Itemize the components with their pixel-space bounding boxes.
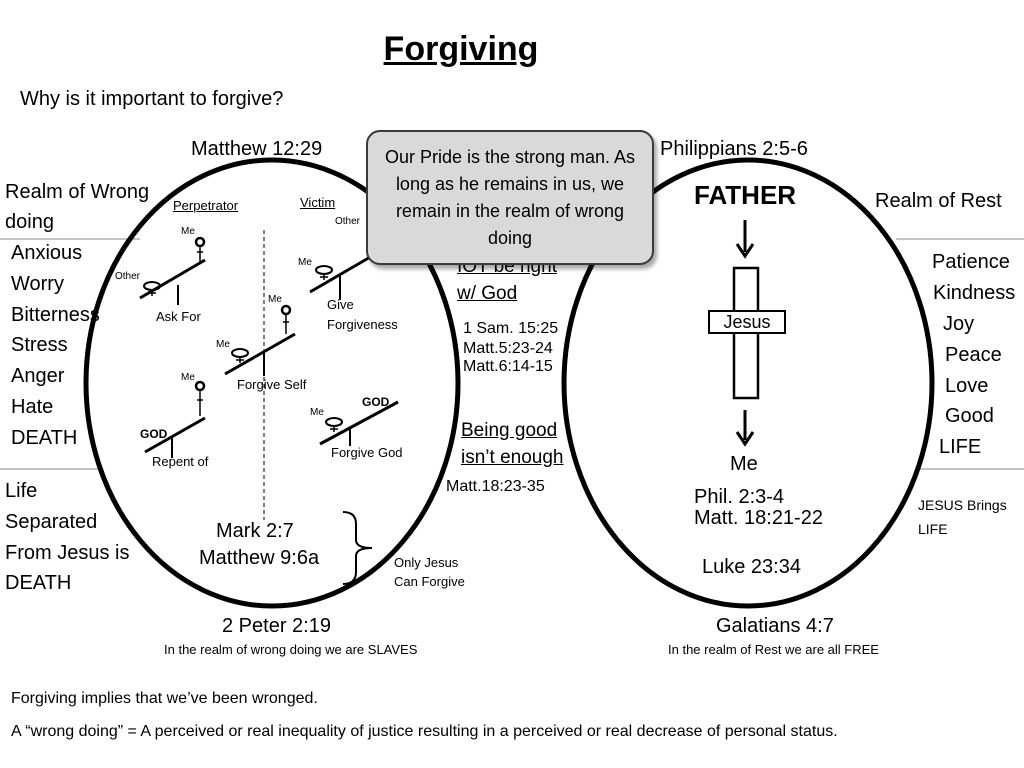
label-me: Me (310, 407, 324, 418)
label-other: Other (335, 216, 361, 227)
label-forgive-self: Forgive Self (237, 377, 307, 392)
father-label: FATHER (694, 180, 797, 210)
perpetrator-header: Perpetrator (173, 198, 239, 213)
footer-line1: Forgiving implies that we’ve been wronge… (11, 690, 318, 707)
note-slaves: In the realm of wrong doing we are SLAVE… (164, 642, 418, 657)
label-god: GOD (362, 395, 390, 409)
verse-phil-2-3-4: Phil. 2:3-4 (694, 486, 785, 508)
fruit-patience: Patience (932, 251, 1010, 273)
feeling-item: Anger (11, 365, 65, 388)
right-with-god-line2: w/ God (457, 283, 518, 304)
page-title: Forgiving (383, 30, 539, 68)
verse-philippians-2-5-6: Philippians 2:5-6 (660, 138, 808, 160)
verse-mark-2-7: Mark 2:7 (216, 520, 294, 542)
label-me: Me (216, 339, 230, 350)
pride-callout-text: Our Pride is the strong man. As long as … (384, 146, 636, 248)
fruit-good: Good (945, 405, 994, 427)
arrow-cross-to-me (735, 410, 755, 447)
life-line: Separated (5, 510, 98, 533)
feeling-item: Anxious (11, 242, 83, 264)
feeling-item: Stress (11, 334, 68, 357)
verse-2-peter-2-19: 2 Peter 2:19 (222, 615, 331, 637)
realm-of-wrong-doing-circle (83, 157, 461, 609)
realm-of-rest-circle (561, 157, 935, 609)
label-repent-of: Repent of (152, 454, 209, 469)
ref-matt-5-23-24: Matt.5:23-24 (463, 340, 553, 357)
realm-of-rest-label: Realm of Rest (875, 190, 1002, 212)
brace (342, 511, 373, 585)
jesus-brings-line2: LIFE (918, 521, 948, 537)
me-label: Me (730, 453, 758, 475)
feeling-item: Hate (11, 395, 54, 418)
jesus-brings-line1: JESUS Brings (918, 497, 1007, 513)
feeling-item: Worry (11, 272, 64, 295)
being-good-line2: isn’t enough (461, 447, 564, 468)
verse-galatians-4-7: Galatians 4:7 (716, 615, 834, 637)
only-jesus-line2: Can Forgive (394, 574, 465, 589)
realm-of-wrong-label-line1: Realm of Wrong (5, 181, 150, 203)
realm-of-wrong-label-line2: doing (5, 211, 54, 233)
label-other: Other (115, 271, 141, 282)
cross-horizontal-jesus: Jesus (708, 310, 786, 334)
ref-matt-18-23-35: Matt.18:23-35 (446, 478, 545, 495)
seesaw-give-forgiveness (309, 254, 373, 300)
note-free: In the realm of Rest we are all FREE (668, 642, 879, 657)
verse-matthew-9-6a: Matthew 9:6a (199, 547, 320, 569)
fruit-joy: Joy (943, 313, 975, 335)
label-give-forgiveness-2: Forgiveness (327, 317, 398, 332)
pride-callout: Our Pride is the strong man. As long as … (366, 130, 654, 265)
label-me: Me (181, 372, 195, 383)
label-me: Me (181, 226, 195, 237)
feelings-list: Anxious Worry Bitterness Stress Anger Ha… (11, 238, 100, 454)
being-good-line1: Being good (461, 420, 558, 441)
seesaw-forgive-god (319, 400, 399, 446)
seesaw-forgive-self (224, 304, 296, 376)
victim-header: Victim (300, 195, 336, 210)
label-god: GOD (140, 427, 168, 441)
ref-1-sam-15-25: 1 Sam. 15:25 (463, 320, 559, 337)
question-text: Why is it important to forgive? (20, 88, 284, 110)
fruit-kindness: Kindness (933, 282, 1016, 304)
life-line: DEATH (5, 572, 72, 595)
verse-matthew-12-29: Matthew 12:29 (191, 138, 323, 160)
verse-matt-18-21-22: Matt. 18:21-22 (694, 507, 823, 529)
seesaw-ask-for (139, 236, 206, 305)
ref-matt-6-14-15: Matt.6:14-15 (463, 358, 553, 375)
only-jesus-line1: Only Jesus (394, 555, 459, 570)
feeling-item: Bitterness (11, 303, 100, 326)
label-forgive-god: Forgive God (331, 445, 403, 460)
seesaw-repent-of (144, 380, 206, 458)
verse-luke-23-34: Luke 23:34 (702, 556, 801, 578)
life-separated-list: Life Separated From Jesus is DEATH (5, 476, 129, 599)
jesus-label: Jesus (723, 312, 771, 332)
life-line: From Jesus is (5, 541, 130, 564)
fruit-life: LIFE (939, 436, 982, 458)
footer-line2: A “wrong doing” = A perceived or real in… (11, 723, 838, 740)
label-ask-for: Ask For (156, 309, 201, 324)
label-me: Me (268, 294, 282, 305)
fruit-peace: Peace (945, 344, 1002, 366)
fruit-love: Love (945, 375, 989, 397)
arrow-father-to-cross (735, 220, 755, 259)
life-line: Life (5, 480, 38, 502)
feeling-item: DEATH (11, 426, 78, 449)
label-me: Me (298, 257, 312, 268)
label-give-forgiveness-1: Give (327, 297, 354, 312)
